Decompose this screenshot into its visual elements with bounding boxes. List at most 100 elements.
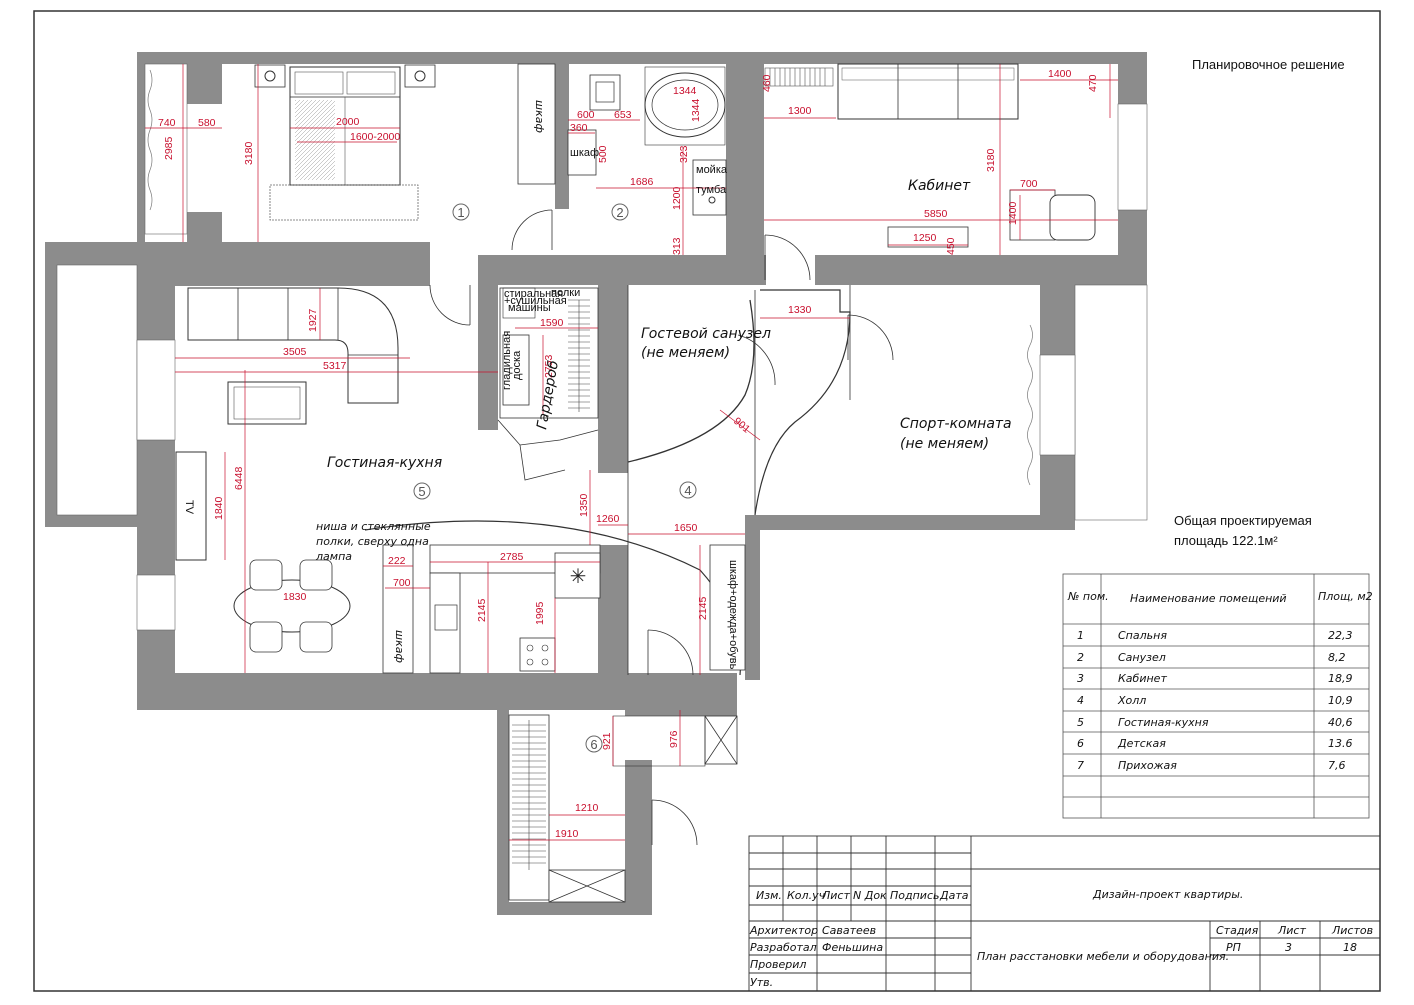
room-number-circle-2 [611, 203, 629, 221]
dim-222: 222 [388, 555, 406, 567]
dim-460: 460 [761, 74, 773, 92]
hall-closet-label: шкаф+одежда+обувь [727, 560, 739, 670]
dim-1250: 1250 [913, 232, 937, 244]
dim-580: 580 [198, 117, 216, 129]
dim-740: 740 [158, 117, 176, 129]
bedroom: шкаф [254, 63, 556, 251]
sink-label-2: тумба [696, 184, 727, 196]
ironing-label-2: доска [511, 350, 523, 380]
study-window [1117, 103, 1148, 211]
rooms-table-row-6-name: Детская [1117, 737, 1166, 750]
title-block-sheet-name: План расстановки мебели и оборудования. [977, 950, 1229, 963]
washer-label-3: машины [508, 302, 551, 314]
title-block-header-sign: Подпись [890, 889, 939, 902]
closet2-label: шкаф [393, 630, 406, 663]
area-label-line1: Общая проектируемая [1174, 513, 1312, 528]
dim-313: 313 [671, 237, 683, 255]
room-number-circle-4 [679, 481, 697, 499]
rooms-table-row-3-area: 18,9 [1328, 672, 1353, 685]
room-label-sport-note: (не меняем) [900, 436, 989, 452]
title-block [748, 835, 1381, 992]
dim-1686: 1686 [630, 176, 654, 188]
room-label-sport: Спорт-комната [900, 416, 1012, 432]
dim-700a: 700 [1020, 178, 1038, 190]
walls [45, 52, 1147, 915]
rooms-table-row-2-num: 2 [1077, 651, 1084, 664]
rooms-table-row-4-name: Холл [1117, 694, 1146, 707]
dim-1344b: 1344 [690, 98, 702, 122]
dim-2000: 2000 [336, 116, 360, 128]
title-block-header-doc: N Док [853, 889, 887, 902]
dim-600: 600 [577, 109, 595, 121]
dim-470: 470 [1087, 74, 1099, 92]
title-block-header-count: Кол.уч [787, 889, 826, 902]
dim-3180a: 3180 [243, 141, 255, 165]
room-number-2: 2 [616, 205, 623, 220]
title-block-sheets-header: Листов [1331, 924, 1373, 937]
dim-921: 921 [601, 732, 613, 750]
dim-1650: 1650 [674, 522, 698, 534]
washer-label-2: +сушильная [504, 295, 567, 307]
rooms-table-row-7-name: Прихожая [1118, 759, 1177, 772]
title-block-sheet-header: Лист [1277, 924, 1306, 937]
room-number-1: 1 [457, 205, 464, 220]
shelves-label: полки [551, 287, 580, 299]
rooms-table-row-1-name: Спальня [1118, 629, 1167, 642]
rooms-table-row-7-num: 7 [1077, 759, 1084, 772]
dim-1910: 1910 [555, 828, 579, 840]
room-label-study: Кабинет [908, 178, 971, 194]
rooms-table-row-4-area: 10,9 [1328, 694, 1353, 707]
cabinet-small-label: шкаф [570, 147, 599, 159]
title-block-role-2: Разработал [750, 941, 817, 954]
dim-1260: 1260 [596, 513, 620, 525]
rooms-table-row-4-num: 4 [1077, 694, 1084, 707]
title-block-stage: РП [1226, 941, 1241, 954]
rooms-table-row-5-num: 5 [1077, 716, 1084, 729]
rooms-table-row-1-area: 22,3 [1328, 629, 1353, 642]
rooms-table-row-6-area: 13.6 [1328, 737, 1353, 750]
title-block-role-3: Проверил [750, 958, 806, 971]
room-number-4: 4 [684, 483, 691, 498]
rooms-table-row-5-name: Гостиная-кухня [1118, 716, 1209, 729]
dim-1350: 1350 [578, 493, 590, 517]
living-kitchen: шкаф ✳ [175, 284, 742, 676]
dim-901: 901 [731, 415, 752, 436]
rooms-table-row-6-num: 6 [1077, 737, 1084, 750]
niche-note-1: ниша и стеклянные [316, 520, 431, 533]
rooms-table-row-1-num: 1 [1077, 629, 1084, 642]
dimension-lines [145, 64, 1118, 841]
dim-1995: 1995 [534, 601, 546, 625]
dim-1200: 1200 [671, 186, 683, 210]
title-block-sheet: 3 [1285, 941, 1292, 954]
sheet-title: Планировочное решение [1192, 57, 1345, 72]
room-label-guest-bath-note: (не меняем) [641, 345, 730, 361]
dim-2753: 2753 [543, 354, 555, 378]
dim-5317: 5317 [323, 360, 347, 372]
room-number-circle-6 [585, 735, 603, 753]
dim-1590: 1590 [540, 317, 564, 329]
title-block-header-sheet: Лист [821, 889, 850, 902]
room-number-5: 5 [418, 484, 425, 499]
tv-label: TV [183, 500, 195, 515]
room-number-6: 6 [590, 737, 597, 752]
dim-5850: 5850 [924, 208, 948, 220]
title-block-sheets: 18 [1343, 941, 1357, 954]
dim-1927: 1927 [307, 308, 319, 332]
dim-2145a: 2145 [476, 598, 488, 622]
dim-2145b: 2145 [697, 596, 709, 620]
bathroom [567, 66, 727, 216]
room-number-circle-1 [452, 203, 470, 221]
washer-label-1: стиральная [504, 288, 563, 300]
extractor-icon: ✳ [570, 566, 587, 588]
rooms-table-row-2-area: 8,2 [1328, 651, 1346, 664]
sink-label-1: мойка [696, 164, 728, 176]
rooms-table-row-2-name: Санузел [1118, 651, 1166, 664]
bedroom-window [144, 63, 188, 235]
guest-bath-hall-sport [627, 285, 1033, 676]
dim-1400a: 1400 [1048, 68, 1072, 80]
title-block-header-date: Дата [939, 889, 969, 902]
dim-1330: 1330 [788, 304, 812, 316]
area-label-line2: площадь 122.1м² [1174, 533, 1278, 548]
dim-976: 976 [668, 730, 680, 748]
wardrobe [497, 287, 599, 481]
